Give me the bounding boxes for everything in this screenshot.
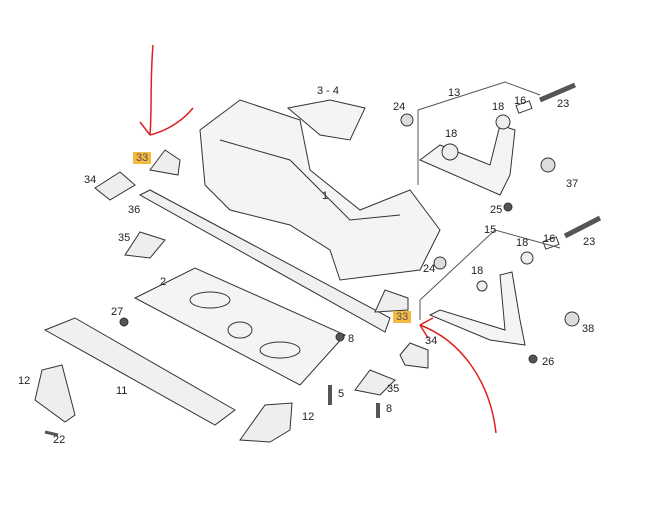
callout-23: 23 (583, 236, 596, 248)
callout-18: 18 (471, 265, 484, 277)
callout-34: 34 (425, 335, 438, 347)
callout-5: 5 (338, 388, 345, 400)
callout-3-4: 3 - 4 (317, 85, 340, 97)
callout-37: 37 (566, 178, 579, 190)
callout-27: 27 (111, 306, 124, 318)
callout-36: 36 (128, 204, 141, 216)
callout-23: 23 (557, 98, 570, 110)
mount-35a (124, 231, 166, 259)
red-annotation-arrows (139, 44, 497, 434)
callout-8: 8 (348, 333, 355, 345)
mount-35b (354, 369, 396, 396)
callout-33-highlighted: 33 (133, 152, 152, 164)
callout-34: 34 (84, 174, 97, 186)
callout-16: 16 (543, 233, 556, 245)
callout-18: 18 (516, 237, 529, 249)
callout-15: 15 (484, 224, 497, 236)
callout-12: 12 (18, 375, 31, 387)
callout-18: 18 (445, 128, 458, 140)
mount-34b (399, 342, 429, 369)
bracket-3-4 (286, 99, 366, 141)
callout-16: 16 (514, 95, 527, 107)
upper-arm-13 (419, 124, 516, 196)
callout-11: 11 (116, 385, 128, 397)
bar-36 (138, 189, 391, 333)
lower-arm-15 (428, 271, 526, 346)
callout-18: 18 (492, 101, 505, 113)
mount-34a (94, 171, 136, 201)
callout-2: 2 (160, 276, 167, 288)
callout-38: 38 (582, 323, 595, 335)
callout-1: 1 (322, 190, 329, 202)
callout-26: 26 (542, 356, 555, 368)
callout-24: 24 (423, 263, 436, 275)
callout-35: 35 (118, 232, 131, 244)
bracket-12a (34, 364, 76, 423)
callout-35: 35 (387, 383, 400, 395)
mount-33b (374, 289, 409, 313)
rail-11 (43, 317, 236, 426)
callout-33-highlighted: 33 (393, 311, 412, 323)
callout-8: 8 (386, 403, 393, 415)
bracket-12b (239, 402, 293, 443)
callout-12: 12 (302, 411, 315, 423)
mount-33a (149, 149, 181, 176)
callout-13: 13 (448, 87, 461, 99)
callout-22: 22 (53, 434, 66, 446)
callout-25: 25 (490, 204, 503, 216)
callout-24: 24 (393, 101, 406, 113)
